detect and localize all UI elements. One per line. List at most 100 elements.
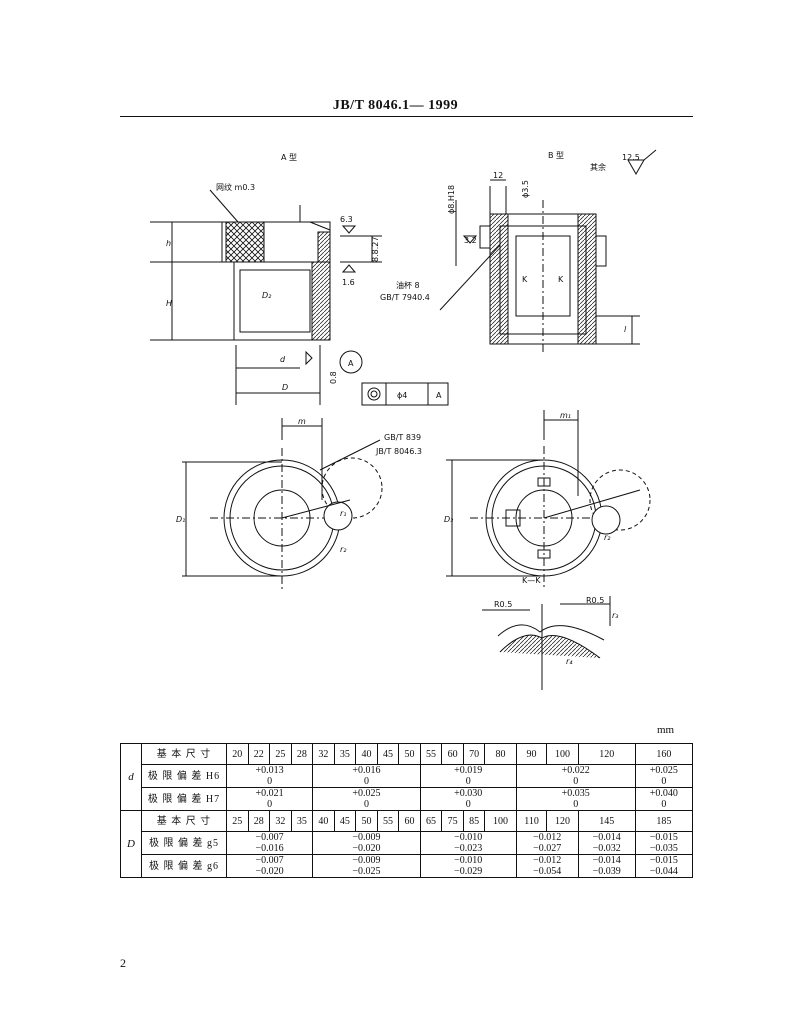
d-size-cell: 20 [226, 743, 249, 765]
D-size-cell: 35 [290, 810, 314, 832]
g5-cell: −0.012−0.027 [515, 831, 579, 855]
d-size-cell: 32 [312, 743, 335, 765]
D-size-cell: 60 [398, 810, 421, 832]
d-size-cell: 80 [484, 743, 517, 765]
dim-r2-a: r₂ [340, 545, 347, 554]
g5-cell: −0.007−0.016 [225, 831, 314, 855]
r05-left: R0.5 [494, 600, 512, 609]
d-size-cell: 25 [269, 743, 292, 765]
d-size-row: d 基 本 尺 寸 20 22 25 28 32 35 40 45 50 55 … [120, 743, 694, 811]
D-size-cell: 32 [269, 810, 292, 832]
standard-jbt-8046-3: JB/T 8046.3 [375, 447, 422, 456]
d-size-cell: 22 [247, 743, 271, 765]
dim-D3: D₃ [444, 515, 453, 524]
section-k-left: K [522, 275, 528, 284]
g6-cell: −0.009−0.025 [312, 854, 421, 878]
phi3-5-label: ϕ3.5 [521, 180, 530, 198]
D-size-cell: 85 [462, 810, 486, 832]
tolerance-0-8: 0.8 [329, 371, 338, 384]
rest-label: 其余 [590, 162, 606, 172]
D-size-cell: 65 [419, 810, 443, 832]
d-size-cell: 90 [515, 743, 548, 765]
d-size-cell: 55 [419, 743, 443, 765]
document-header: JB/T 8046.1— 1999 [332, 98, 459, 113]
standard-gbt-839: GB/T 839 [384, 433, 421, 442]
d-size-label: 基 本 尺 寸 [141, 743, 227, 765]
d-size-cell: 40 [355, 743, 378, 765]
D-size-cell: 100 [484, 810, 517, 832]
k-k-section [482, 596, 611, 690]
D-size-row: D 基 本 尺 寸 25 28 32 35 40 45 50 55 60 65 … [120, 810, 694, 878]
dimension-table: d 基 本 尺 寸 20 22 25 28 32 35 40 45 50 55 … [120, 743, 694, 878]
h7-label: 极 限 偏 差 H7 [141, 787, 227, 811]
g6-cell: −0.015−0.044 [634, 854, 694, 878]
D-size-cell: 120 [546, 810, 579, 832]
technical-drawing: A 型 B 型 其余 12.5 网纹 m0.3 6.3 1.6 3.2 8.8.… [150, 149, 657, 690]
dim-12: 12 [493, 171, 503, 180]
d-size-cell: 45 [376, 743, 400, 765]
type-b-label: B 型 [548, 151, 564, 160]
D-size-cell: 185 [634, 810, 694, 832]
D-size-cell: 75 [441, 810, 464, 832]
type-a-top-view [182, 418, 383, 590]
dim-r2-b: r₂ [604, 533, 611, 542]
k-k-label: K—K [522, 576, 541, 585]
phi4-label: ϕ4 [397, 391, 407, 400]
dim-D1: D₁ [176, 515, 185, 524]
dim-d: d [280, 355, 286, 364]
dim-D: D [282, 383, 288, 392]
section-k-right: K [558, 275, 564, 284]
type-a-label: A 型 [281, 153, 297, 162]
d-size-cell: 120 [577, 743, 636, 765]
d-size-cell: 70 [462, 743, 486, 765]
g6-row: 极 限 偏 差 g6 −0.007−0.020 −0.009−0.025 −0.… [121, 854, 694, 878]
D-size-cell: 40 [312, 810, 335, 832]
dim-h: h [166, 239, 171, 248]
h6-label: 极 限 偏 差 H6 [141, 764, 227, 788]
g6-cell: −0.010−0.029 [419, 854, 517, 878]
D-size-cell: 45 [333, 810, 357, 832]
type-b-top-view [446, 410, 651, 590]
D-size-cell: 28 [247, 810, 271, 832]
g5-cell: −0.009−0.020 [312, 831, 421, 855]
D-size-cell: 25 [226, 810, 249, 832]
D-size-label: 基 本 尺 寸 [141, 810, 227, 832]
tolerance-8-8-27: 8.8.27 [371, 237, 380, 262]
page-number: 2 [120, 956, 126, 970]
d-symbol: d [120, 743, 142, 811]
d-size-cell: 35 [333, 743, 357, 765]
roughness-3-2: 3.2 [464, 236, 477, 245]
datum-box-label: A [436, 391, 442, 400]
type-a-side-view [150, 189, 449, 406]
type-b-side-view [439, 149, 657, 355]
r05-right: R0.5 [586, 596, 604, 605]
dim-r4: r₄ [566, 657, 573, 666]
dim-r3: r₃ [612, 611, 619, 620]
g6-cell: −0.012−0.054 [515, 854, 579, 878]
unit-label: mm [657, 724, 675, 736]
g6-cell: −0.007−0.020 [225, 854, 314, 878]
dim-H: H [166, 299, 172, 308]
d-size-cell: 28 [290, 743, 314, 765]
d-size-cell: 60 [441, 743, 464, 765]
d-size-cell: 160 [634, 743, 694, 765]
knurl-label: 网纹 m0.3 [216, 182, 255, 192]
g5-row: 极 限 偏 差 g5 −0.007−0.016 −0.009−0.020 −0.… [121, 831, 694, 855]
D-size-cell: 145 [577, 810, 636, 832]
g6-cell: −0.014−0.039 [577, 854, 636, 878]
g5-cell: −0.014−0.032 [577, 831, 636, 855]
dim-m1: m₁ [560, 411, 571, 420]
D-symbol: D [120, 810, 142, 878]
roughness-6-3: 6.3 [340, 215, 353, 224]
datum-circle-label: A [348, 359, 354, 368]
